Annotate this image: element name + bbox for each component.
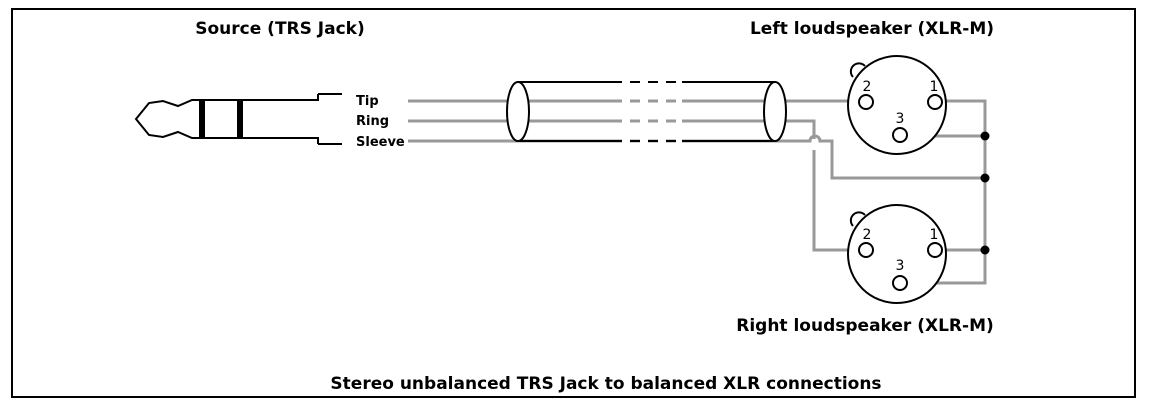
left-pin-1-label: 1 bbox=[930, 79, 939, 95]
trs-jack-plug bbox=[134, 93, 342, 145]
sleeve-label: Sleeve bbox=[356, 135, 405, 150]
source-title: Source (TRS Jack) bbox=[195, 19, 365, 39]
left-pin-3-label: 3 bbox=[896, 111, 905, 127]
right-xlr-connector: 2 1 3 bbox=[847, 204, 947, 304]
left-xlr-connector: 2 1 3 bbox=[847, 55, 947, 155]
diagram-frame bbox=[11, 8, 1136, 398]
cable-shield bbox=[506, 81, 787, 142]
left-pin-2-label: 2 bbox=[863, 79, 872, 95]
right-pin-1-label: 1 bbox=[930, 227, 939, 243]
left-speaker-title: Left loudspeaker (XLR-M) bbox=[750, 19, 994, 39]
tip-label: Tip bbox=[356, 94, 379, 109]
right-pin-3-label: 3 bbox=[896, 258, 905, 274]
caption: Stereo unbalanced TRS Jack to balanced X… bbox=[330, 374, 881, 394]
right-speaker-title: Right loudspeaker (XLR-M) bbox=[736, 316, 994, 336]
junction-dots bbox=[980, 131, 990, 255]
ring-label: Ring bbox=[356, 114, 389, 129]
right-pin-2-label: 2 bbox=[863, 227, 872, 243]
